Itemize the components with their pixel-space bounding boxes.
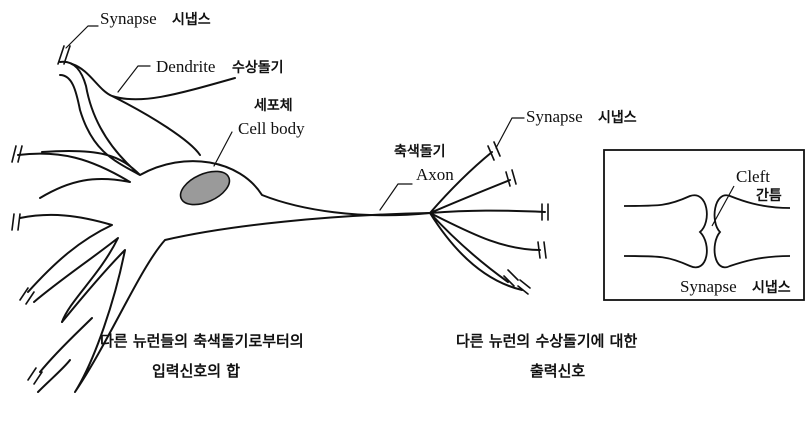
inset-presynaptic-terminal [624, 195, 707, 267]
leader-dendrite [118, 66, 150, 92]
leader-synapse-right [496, 118, 524, 148]
leader-axon [380, 184, 412, 210]
dendrite-left-3 [34, 238, 118, 322]
dendrite-label-ko: 수상돌기 [232, 60, 284, 76]
synapse-top-label: Synapse [100, 9, 157, 28]
axon-label: Axon [416, 165, 454, 184]
dendrite-bottom [38, 318, 92, 392]
leader-synapse-top [66, 26, 98, 48]
output-caption-line2: 출력신호 [530, 362, 585, 380]
synapse-right-label: Synapse [526, 107, 583, 126]
axon-label-ko: 축색돌기 [394, 144, 446, 160]
dendrite-label: Dendrite [156, 57, 215, 76]
synapse-top-label-ko: 시냅스 [172, 12, 211, 28]
leader-cellbody [214, 132, 232, 166]
cellbody-label-ko: 세포체 [254, 98, 293, 114]
neuron-upper-outline [42, 62, 430, 215]
dendrite-upper-branch [72, 64, 235, 155]
input-caption-line1: 다른 뉴런들의 축색돌기로부터의 [100, 332, 304, 350]
inset-postsynaptic-dendrite [715, 195, 790, 267]
cellbody-label: Cell body [238, 119, 305, 138]
inset-cleft-label-ko: 간틈 [756, 187, 782, 204]
inset-cleft-label: Cleft [736, 167, 770, 186]
cell-nucleus [176, 165, 235, 212]
input-caption-line2: 입력신호의 합 [152, 362, 240, 380]
inset-synapse-label: Synapse [680, 277, 737, 296]
output-caption-line1: 다른 뉴런의 수상돌기에 대한 [456, 332, 637, 350]
inset-synapse-label-ko: 시냅스 [752, 280, 791, 296]
synapse-right-label-ko: 시냅스 [598, 110, 637, 126]
